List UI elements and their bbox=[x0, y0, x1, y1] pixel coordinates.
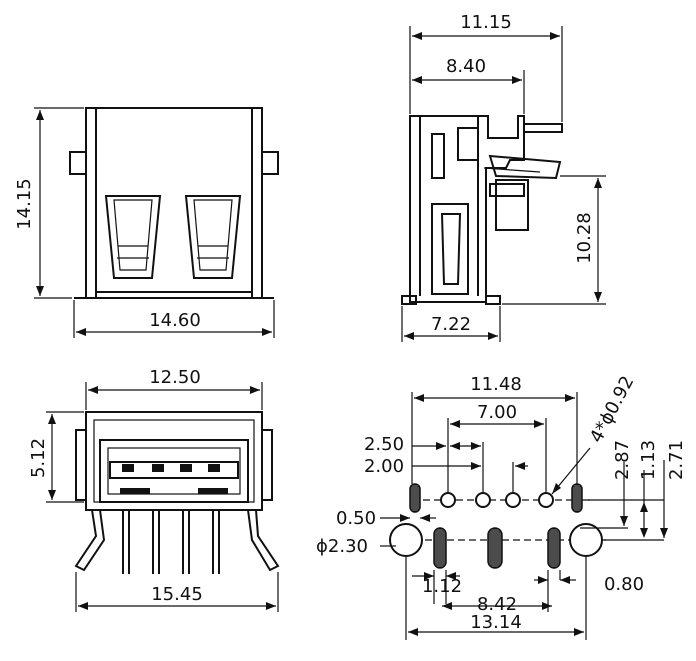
pcb-hole-1 bbox=[440, 492, 456, 508]
pcb-post-right bbox=[569, 523, 603, 557]
face-pins bbox=[74, 509, 280, 574]
front-view: 14.15 14.60 bbox=[14, 107, 279, 338]
pcb-footprint: 11.48 7.00 2.50 2.00 4*ϕ0.92 2.87 1.13 2… bbox=[316, 373, 687, 640]
pcb-slot-top-right bbox=[571, 483, 583, 513]
dim-side-pin-height: 10.28 bbox=[574, 212, 595, 264]
pcb-post-left bbox=[389, 523, 423, 557]
dim-face-overall: 15.45 bbox=[151, 584, 203, 605]
dim-face-height: 5.12 bbox=[28, 438, 49, 478]
dim-front-width: 14.60 bbox=[149, 310, 201, 331]
face-tongue bbox=[109, 461, 239, 479]
pcb-slot-3 bbox=[547, 527, 561, 569]
callout-hole: 4*ϕ0.92 bbox=[586, 373, 639, 447]
pcb-hole-4 bbox=[538, 492, 554, 508]
dim-pcb-slot-050: 0.50 bbox=[336, 508, 376, 529]
pcb-slot-2 bbox=[487, 527, 503, 569]
dim-side-base: 7.22 bbox=[431, 314, 471, 335]
dim-side-body: 8.40 bbox=[446, 56, 486, 77]
dim-pcb-pin-span: 11.48 bbox=[470, 374, 522, 395]
pcb-hole-3 bbox=[505, 492, 521, 508]
front-contact-right bbox=[184, 195, 242, 279]
dim-pcb-offset-287: 2.87 bbox=[612, 440, 633, 480]
dim-pcb-overall: 13.14 bbox=[470, 612, 522, 633]
side-view: 11.15 8.40 10.28 7.22 bbox=[401, 12, 606, 342]
dim-pcb-slot-080: 0.80 bbox=[604, 574, 644, 595]
dim-front-height: 14.15 bbox=[14, 178, 35, 230]
dim-pcb-offset-271: 2.71 bbox=[666, 440, 687, 480]
dim-side-overall: 11.15 bbox=[460, 12, 512, 33]
dim-pcb-offset-113: 1.13 bbox=[638, 440, 659, 480]
dim-pcb-slot-112: 1.12 bbox=[422, 576, 462, 597]
side-pin bbox=[495, 179, 529, 231]
front-left-tab bbox=[69, 151, 87, 175]
face-view: 12.50 5.12 15.45 bbox=[28, 367, 280, 612]
front-contact-left bbox=[104, 195, 162, 279]
dim-pcb-post-dia: ϕ2.30 bbox=[316, 536, 368, 557]
pcb-slot-1 bbox=[433, 527, 447, 569]
dim-pcb-pitch-250: 2.50 bbox=[364, 434, 404, 455]
pcb-hole-2 bbox=[475, 492, 491, 508]
pcb-slot-top-left bbox=[409, 483, 421, 513]
dim-pcb-inner-span: 7.00 bbox=[477, 402, 517, 423]
front-right-tab bbox=[261, 151, 279, 175]
dim-pcb-pitch-200: 2.00 bbox=[364, 456, 404, 477]
dim-face-width: 12.50 bbox=[149, 367, 201, 388]
dim-pcb-slot-842: 8.42 bbox=[477, 594, 517, 615]
